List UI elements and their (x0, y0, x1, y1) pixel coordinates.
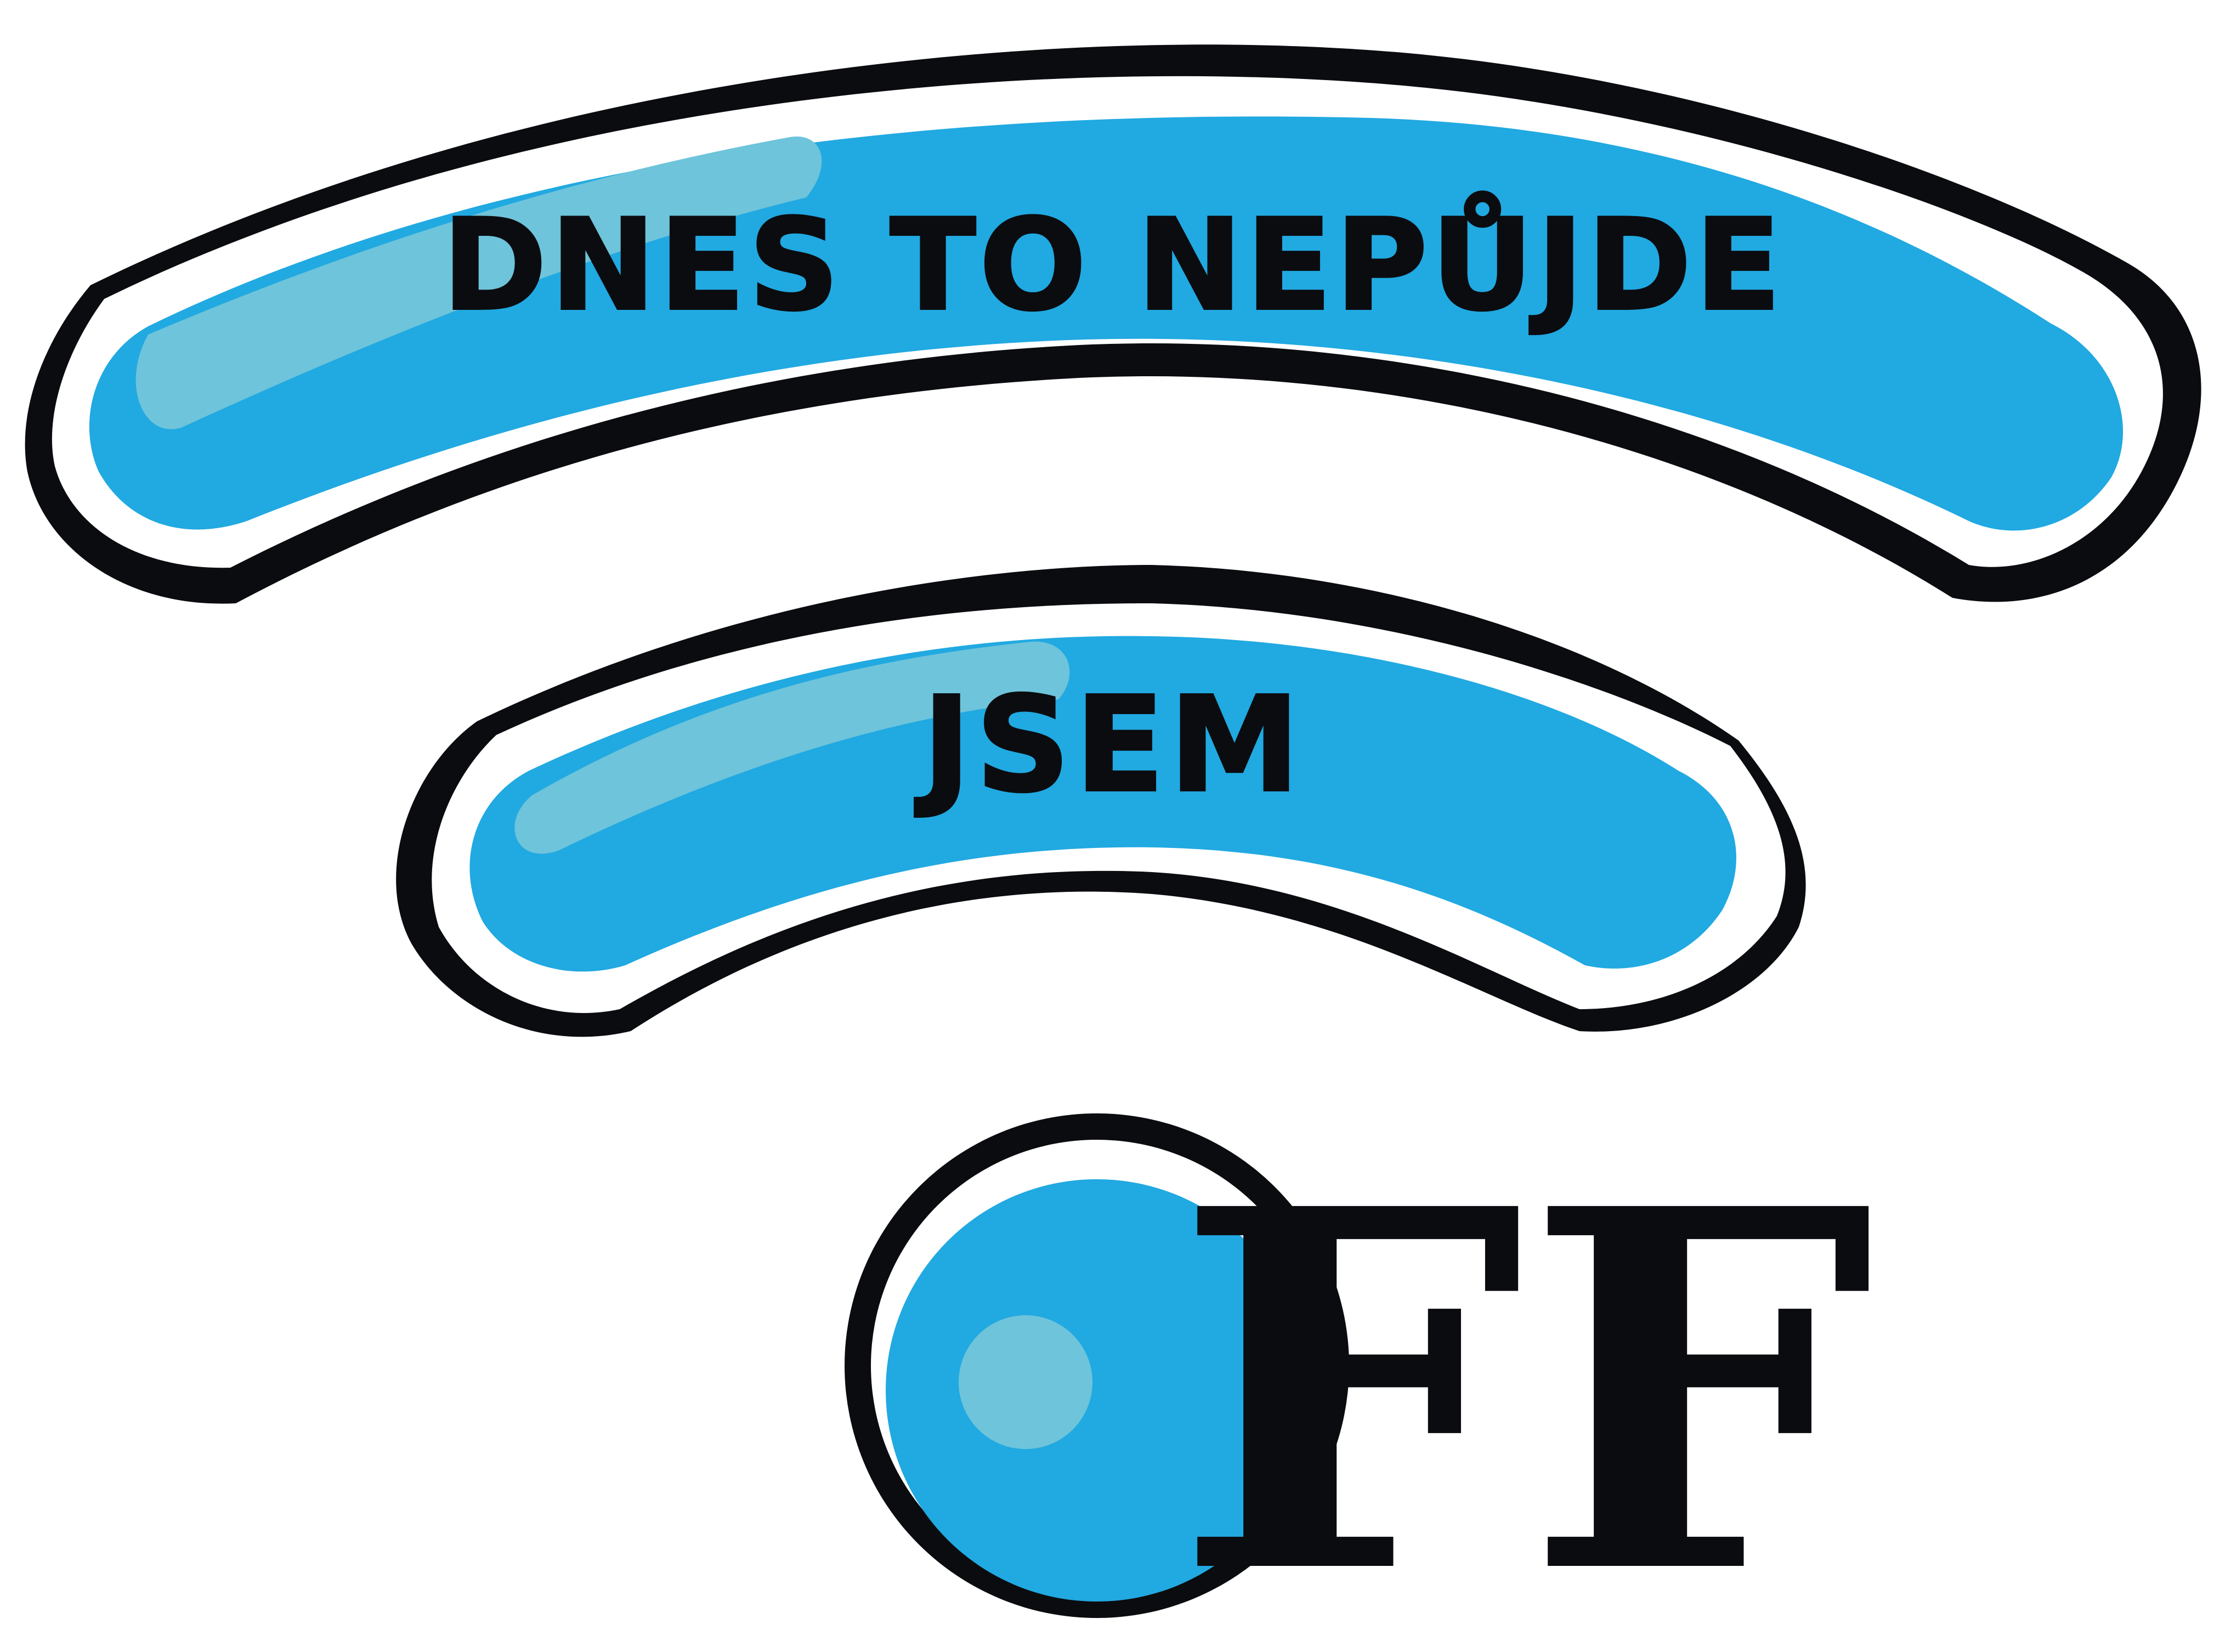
top-arc-highlight (135, 136, 822, 429)
top-arc-text: DNES TO NEPŮJDE (442, 191, 1784, 339)
top-arc (25, 44, 2201, 604)
dot-highlight (959, 1315, 1092, 1449)
dot-blue-fill (886, 1179, 1308, 1602)
middle-arc (396, 565, 1806, 1037)
dot (845, 1113, 1349, 1618)
middle-arc-highlight (514, 641, 1070, 854)
middle-arc-text: JSEM (915, 668, 1305, 822)
off-letters: FF (1174, 1103, 1875, 1652)
